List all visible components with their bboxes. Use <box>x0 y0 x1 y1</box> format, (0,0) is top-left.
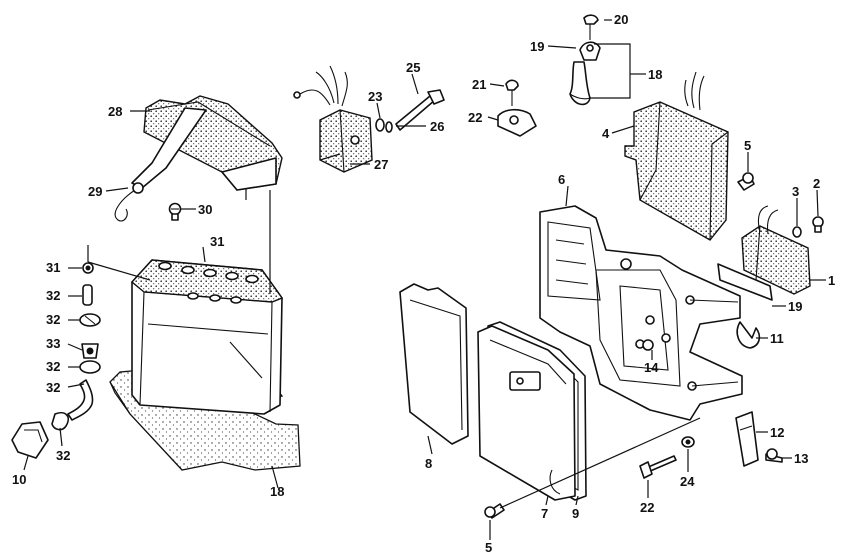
callout-28: 30 <box>198 202 212 217</box>
callout-6: 6 <box>558 172 565 187</box>
callout-7: 7 <box>541 506 548 521</box>
box-inner-screw <box>642 339 654 351</box>
callout-21: 22 <box>640 500 654 515</box>
bracket-screw <box>765 448 783 463</box>
callout-labels: 28 29 30 31 31 32 32 33 32 32 32 10 18 2… <box>12 12 835 555</box>
callout-12: 12 <box>770 425 784 440</box>
callout-5: 5 <box>485 540 492 555</box>
callout-9: 9 <box>572 506 579 521</box>
rectifier-plate <box>717 263 773 301</box>
callout-33: 33 <box>46 336 60 351</box>
battery-vent-hose-parts <box>11 245 151 459</box>
callout-10: 10 <box>12 472 26 487</box>
callout-13: 13 <box>794 451 808 466</box>
cover-screw <box>484 503 505 519</box>
cable-clamp <box>497 79 537 137</box>
box-mount-washer <box>681 436 695 448</box>
electrical-box-base <box>539 205 743 421</box>
callout-3: 3 <box>792 184 799 199</box>
leader-lines <box>23 19 826 540</box>
battery-terminal-caps <box>158 261 259 304</box>
callout-2: 2 <box>813 176 820 191</box>
callout-27: 29 <box>88 184 102 199</box>
callout-32: 32 <box>46 359 60 374</box>
callout-24: 26 <box>430 119 444 134</box>
callout-1: 1 <box>828 273 835 288</box>
callout-14: 14 <box>644 360 659 375</box>
callout-19: 18 <box>270 484 284 499</box>
grommet-clip-assembly <box>569 14 601 106</box>
callout-5: 5 <box>744 138 751 153</box>
callout-25: 27 <box>374 157 388 172</box>
callout-18: 22 <box>468 110 482 125</box>
callout-17: 21 <box>472 77 486 92</box>
callout-17: 20 <box>614 12 628 27</box>
callout-32: 32 <box>56 448 70 463</box>
callout-30: 31 <box>46 260 60 275</box>
callout-32: 32 <box>46 312 60 327</box>
rectifier <box>741 205 811 295</box>
battery-strap <box>114 107 207 222</box>
callout-26: 28 <box>108 104 122 119</box>
bracket-clip <box>735 411 759 467</box>
electrical-box-lid <box>399 283 469 445</box>
cdi-mount-screw <box>737 172 755 191</box>
callout-4: 4 <box>602 126 610 141</box>
callout-16: 19 <box>530 39 544 54</box>
callout-22: 24 <box>680 474 695 489</box>
regulator-bolt-washer <box>375 89 445 133</box>
callout-11: 11 <box>770 331 784 346</box>
callout-31: 32 <box>46 288 60 303</box>
callout-29: 31 <box>210 234 224 249</box>
battery <box>130 259 284 415</box>
rectifier-screw-washer <box>792 216 824 238</box>
callout-22: 23 <box>368 89 382 104</box>
callout-23: 25 <box>406 60 420 75</box>
electrical-box-cover <box>477 325 576 501</box>
cdi-unit <box>624 71 729 241</box>
callout-31: 32 <box>46 380 60 395</box>
wire-clip <box>736 321 761 349</box>
callout-20: 19 <box>788 299 802 314</box>
battery-cover-fastener-screw <box>168 202 182 221</box>
callout-8: 8 <box>425 456 432 471</box>
box-mount-bolt <box>639 455 677 479</box>
callout-15: 18 <box>648 67 662 82</box>
